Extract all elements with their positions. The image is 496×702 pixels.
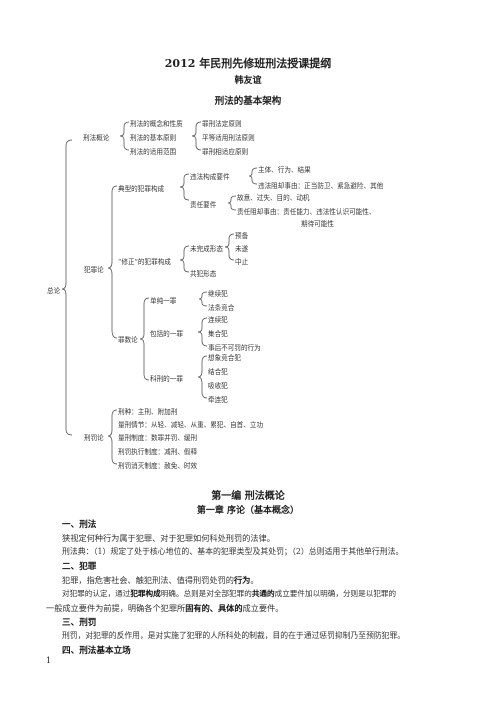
tree-principle: 罪刑法定原则	[202, 120, 242, 128]
tree-weifa-item: 违法阻却事由：正当防卫、紧急避险、其他	[258, 182, 384, 190]
tree-kechu-item: 牵连犯	[208, 396, 228, 404]
tree-weiwancheng-item: 中止	[235, 258, 249, 266]
tree-dianxing: 典型的犯罪构成	[118, 185, 165, 193]
tree-zeren-yaojian: 责任要件	[190, 201, 217, 209]
tree-baokuo: 包括的一罪	[150, 330, 183, 338]
tree-xingfa-item: 刑罚执行制度：减刑、假释	[118, 448, 198, 456]
page-number: 1	[46, 656, 52, 665]
tree-xingfa-item: 量刑情节：从轻、减轻、从重、累犯、自首、立功	[118, 421, 264, 429]
tree-danchun-item: 法条竞合	[208, 304, 235, 312]
tree-root: 总论	[47, 287, 61, 295]
paragraph: 狭视定何种行为属于犯罪、对于犯罪如何科处刑罚的法律。	[62, 533, 275, 543]
tree-xingfa-item: 刑种：主刑、附加刑	[118, 408, 178, 416]
tree-zuishu-lun: 罪数论	[118, 336, 138, 344]
paragraph: 犯罪，指危害社会、触犯刑法、值得刑罚处罚的行为。	[62, 575, 259, 585]
tree-kechu: 科刑的一罪	[150, 375, 183, 383]
tree-weifa-item: 主体、行为、结果	[258, 166, 311, 174]
document-title: 2012 年民刑先修班刑法授课提纲	[164, 57, 332, 70]
paragraph: 刑罚，对犯罪的反作用，是对实施了犯罪的人所科处的制裁，目的在于通过惩罚抑制乃至预…	[62, 631, 406, 640]
tree-kechu-item: 吸收犯	[208, 382, 228, 390]
tree-danchun: 单纯一罪	[150, 297, 177, 305]
tree-xingfa-lun: 刑罚论	[84, 434, 104, 442]
tree-principle: 平等适用刑法原则	[202, 134, 255, 142]
tree-weiwancheng-item: 未遂	[235, 245, 249, 253]
tree-gongfan: 共犯形态	[190, 270, 217, 278]
outline-title: 刑法的基本架构	[214, 96, 282, 107]
tree-fanzui-lun: 犯罪论	[84, 266, 104, 274]
tree-gailun-item: 刑法的概念和性质	[130, 120, 183, 128]
section-heading: 四、刑法基本立场	[62, 646, 131, 656]
tree-danchun-item: 继续犯	[208, 290, 228, 298]
paragraph: 刑法典：（1）规定了处于核心地位的、基本的犯罪类型及其处罚；（2）总则适用于其他…	[62, 547, 404, 556]
tree-baokuo-item: 连续犯	[208, 316, 228, 324]
tree-xingfa-item: 刑罚消灭制度：赦免、时效	[118, 462, 198, 470]
paragraph: 对犯罪的认定，通过犯罪构成明确。总则是对全部犯罪的共通的成立要件加以明确，分则是…	[62, 589, 397, 598]
author-name: 韩友谊	[234, 76, 262, 86]
tree-zeren-item: 故意、过失、目的、动机	[237, 194, 310, 202]
tree-gailun-item: 刑法的基本原则	[130, 134, 177, 142]
tree-xingfa-gailun: 刑法概论	[83, 134, 110, 142]
tree-xiuzheng: “修正”的犯罪构成	[118, 258, 171, 266]
tree-weifa-yaojian: 违法构成要件	[190, 173, 230, 181]
tree-zeren-item: 责任阻却事由：责任能力、违法性认识可能性、	[237, 208, 376, 216]
tree-weiwancheng: 未完成形态	[190, 245, 223, 253]
tree-kechu-item: 结合犯	[208, 368, 228, 376]
tree-zeren-item: 期待可能性	[301, 220, 334, 228]
part-title: 第一编 刑法概论	[211, 491, 285, 502]
chapter-title: 第一章 序论（基本概念）	[196, 506, 300, 516]
tree-weiwancheng-item: 预备	[235, 232, 249, 240]
tree-baokuo-item: 集合犯	[208, 330, 228, 338]
tree-gailun-item: 刑法的适用范围	[130, 148, 177, 156]
paragraph: 一般成立要件为前提，明确各个犯罪所固有的、具体的成立要件。	[46, 603, 284, 613]
tree-baokuo-item: 事后不可罚的行为	[208, 344, 261, 352]
section-heading: 一、刑法	[62, 520, 97, 530]
tree-xingfa-item: 量刑制度：数罪并罚、缓刑	[118, 434, 198, 442]
tree-kechu-item: 想象竞合犯	[208, 354, 241, 362]
section-heading: 三、刑罚	[62, 618, 97, 628]
tree-principle: 罪刑相适应原则	[202, 148, 249, 156]
section-heading: 二、犯罪	[62, 562, 97, 572]
